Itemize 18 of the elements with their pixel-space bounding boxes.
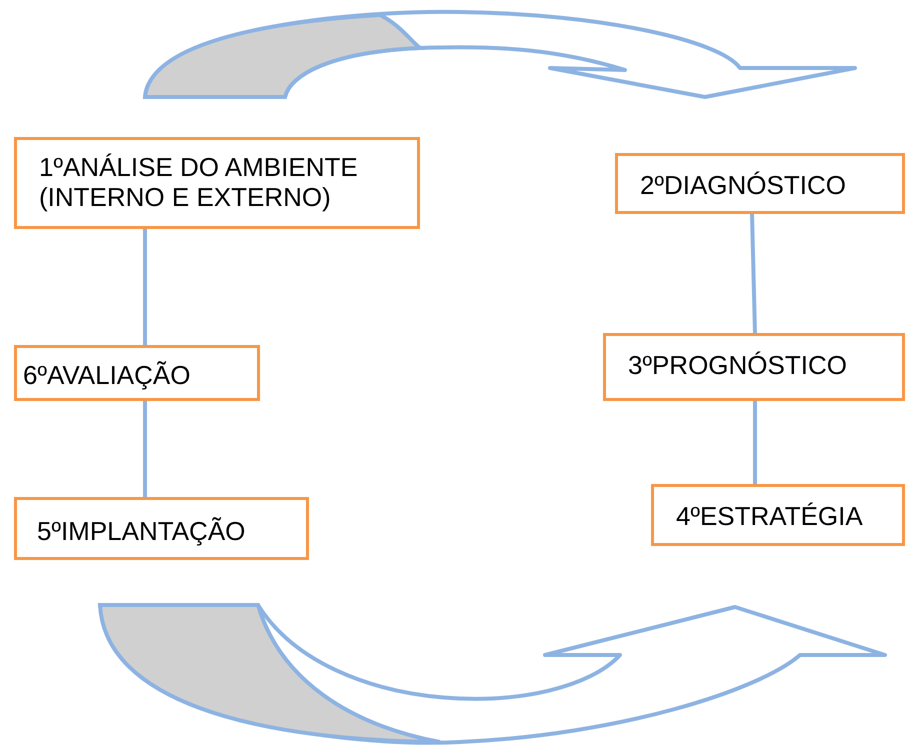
step-text: 4ºESTRATÉGIA xyxy=(676,501,864,531)
step-box xyxy=(603,333,905,401)
curved-block-arrow xyxy=(98,603,887,745)
connector-line xyxy=(143,401,147,497)
step-text: 1ºANÁLISE DO AMBIENTE (INTERNO E EXTERNO) xyxy=(39,152,359,212)
connector-line xyxy=(750,214,757,334)
connector-line xyxy=(143,229,147,345)
step-box xyxy=(14,137,420,229)
step-text: 5ºIMPLANTAÇÃO xyxy=(37,516,246,546)
curved-block-arrow xyxy=(143,10,857,99)
step-text: 6ºAVALIAÇÃO xyxy=(23,360,192,390)
connector-line xyxy=(753,401,757,484)
step-text: 2ºDIAGNÓSTICO xyxy=(640,170,847,200)
step-box xyxy=(651,484,905,546)
step-text: 3ºPROGNÓSTICO xyxy=(628,350,848,380)
step-box xyxy=(14,345,260,401)
step-box xyxy=(14,497,309,560)
step-box xyxy=(615,153,905,214)
